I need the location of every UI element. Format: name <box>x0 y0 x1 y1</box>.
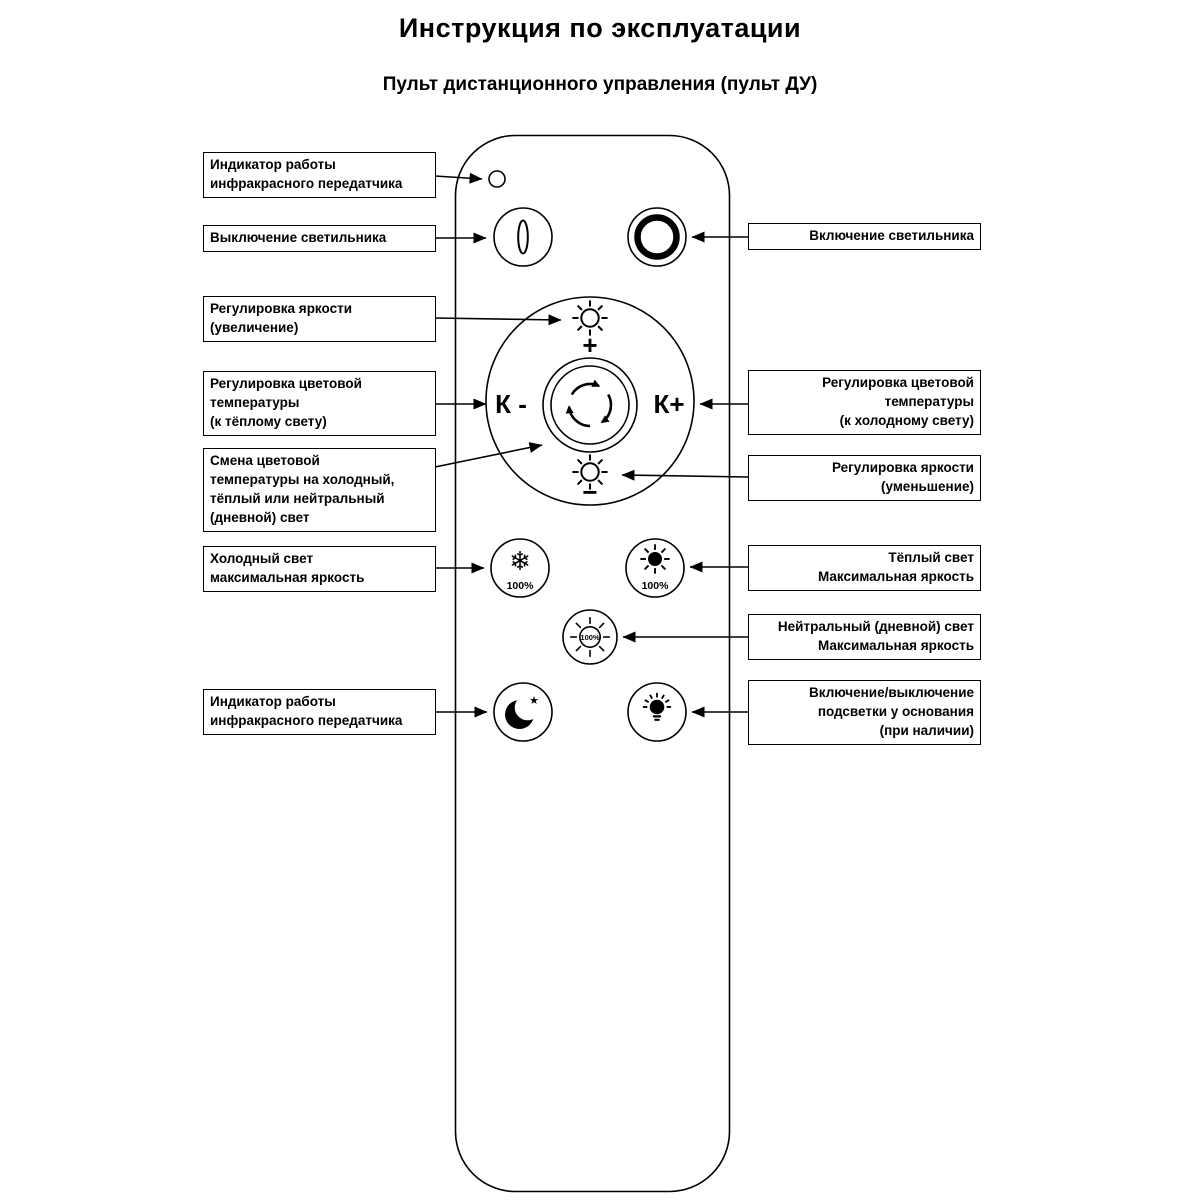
power-on-icon <box>634 214 680 260</box>
cold-temp-label: Регулировка цветовой температуры (к холо… <box>748 370 981 435</box>
power-on-label: Включение светильника <box>748 223 981 250</box>
backlight-label: Включение/выключение подсветки у основан… <box>748 680 981 745</box>
color-mode-rotate-button <box>542 357 638 453</box>
arrow-brightness-up <box>434 314 562 326</box>
warm-max-button: 100% <box>625 538 685 598</box>
cool-max-button: ❄ 100% <box>490 538 550 598</box>
power-off-icon <box>517 219 529 255</box>
brightness-down-minus: − <box>582 477 597 507</box>
backlight-button <box>627 682 687 742</box>
brightness-down-label: Регулировка яркости (уменьшение) <box>748 455 981 501</box>
brightness-up-label: Регулировка яркости (увеличение) <box>203 296 436 342</box>
cool-percent-label: 100% <box>507 580 535 592</box>
page-subtitle: Пульт дистанционного управления (пульт Д… <box>382 74 818 95</box>
warm-sun-icon <box>639 543 671 575</box>
power-off-button <box>493 207 553 267</box>
power-off-label: Выключение светильника <box>203 225 436 252</box>
warm-temp-label: Регулировка цветовой температуры (к тёпл… <box>203 371 436 436</box>
arrow-ir-indicator <box>434 172 483 184</box>
page-title: Инструкция по эксплуатации <box>398 13 802 43</box>
power-on-button <box>627 207 687 267</box>
arrow-color-mode <box>434 442 543 468</box>
rotate-arrows-icon <box>565 379 613 428</box>
neutral-percent-label: 100% <box>580 633 600 642</box>
warm-max-label: Тёплый свет Максимальная яркость <box>748 545 981 591</box>
ir-indicator-label: Индикатор работы инфракрасного передатчи… <box>203 152 436 198</box>
night-mode-button: ★ <box>493 682 553 742</box>
k-minus-label: К - <box>495 389 527 419</box>
color-mode-label: Смена цветовой температуры на холодный, … <box>203 448 436 532</box>
bulb-icon <box>642 692 672 721</box>
cool-max-label: Холодный свет максимальная яркость <box>203 546 436 592</box>
neutral-max-label: Нейтральный (дневной) свет Максимальная … <box>748 614 981 660</box>
snowflake-icon: ❄ <box>509 546 531 576</box>
star-icon: ★ <box>529 695 539 707</box>
callout-arrows <box>434 172 749 718</box>
ir-indicator-light <box>488 170 506 188</box>
arrow-brightness-down <box>621 469 749 481</box>
brightness-up-plus: + <box>582 330 597 360</box>
night-mode-label: Индикатор работы инфракрасного передатчи… <box>203 689 436 735</box>
k-plus-label: К+ <box>653 389 684 419</box>
warm-percent-label: 100% <box>642 580 670 592</box>
neutral-max-button: 100% <box>562 609 618 665</box>
